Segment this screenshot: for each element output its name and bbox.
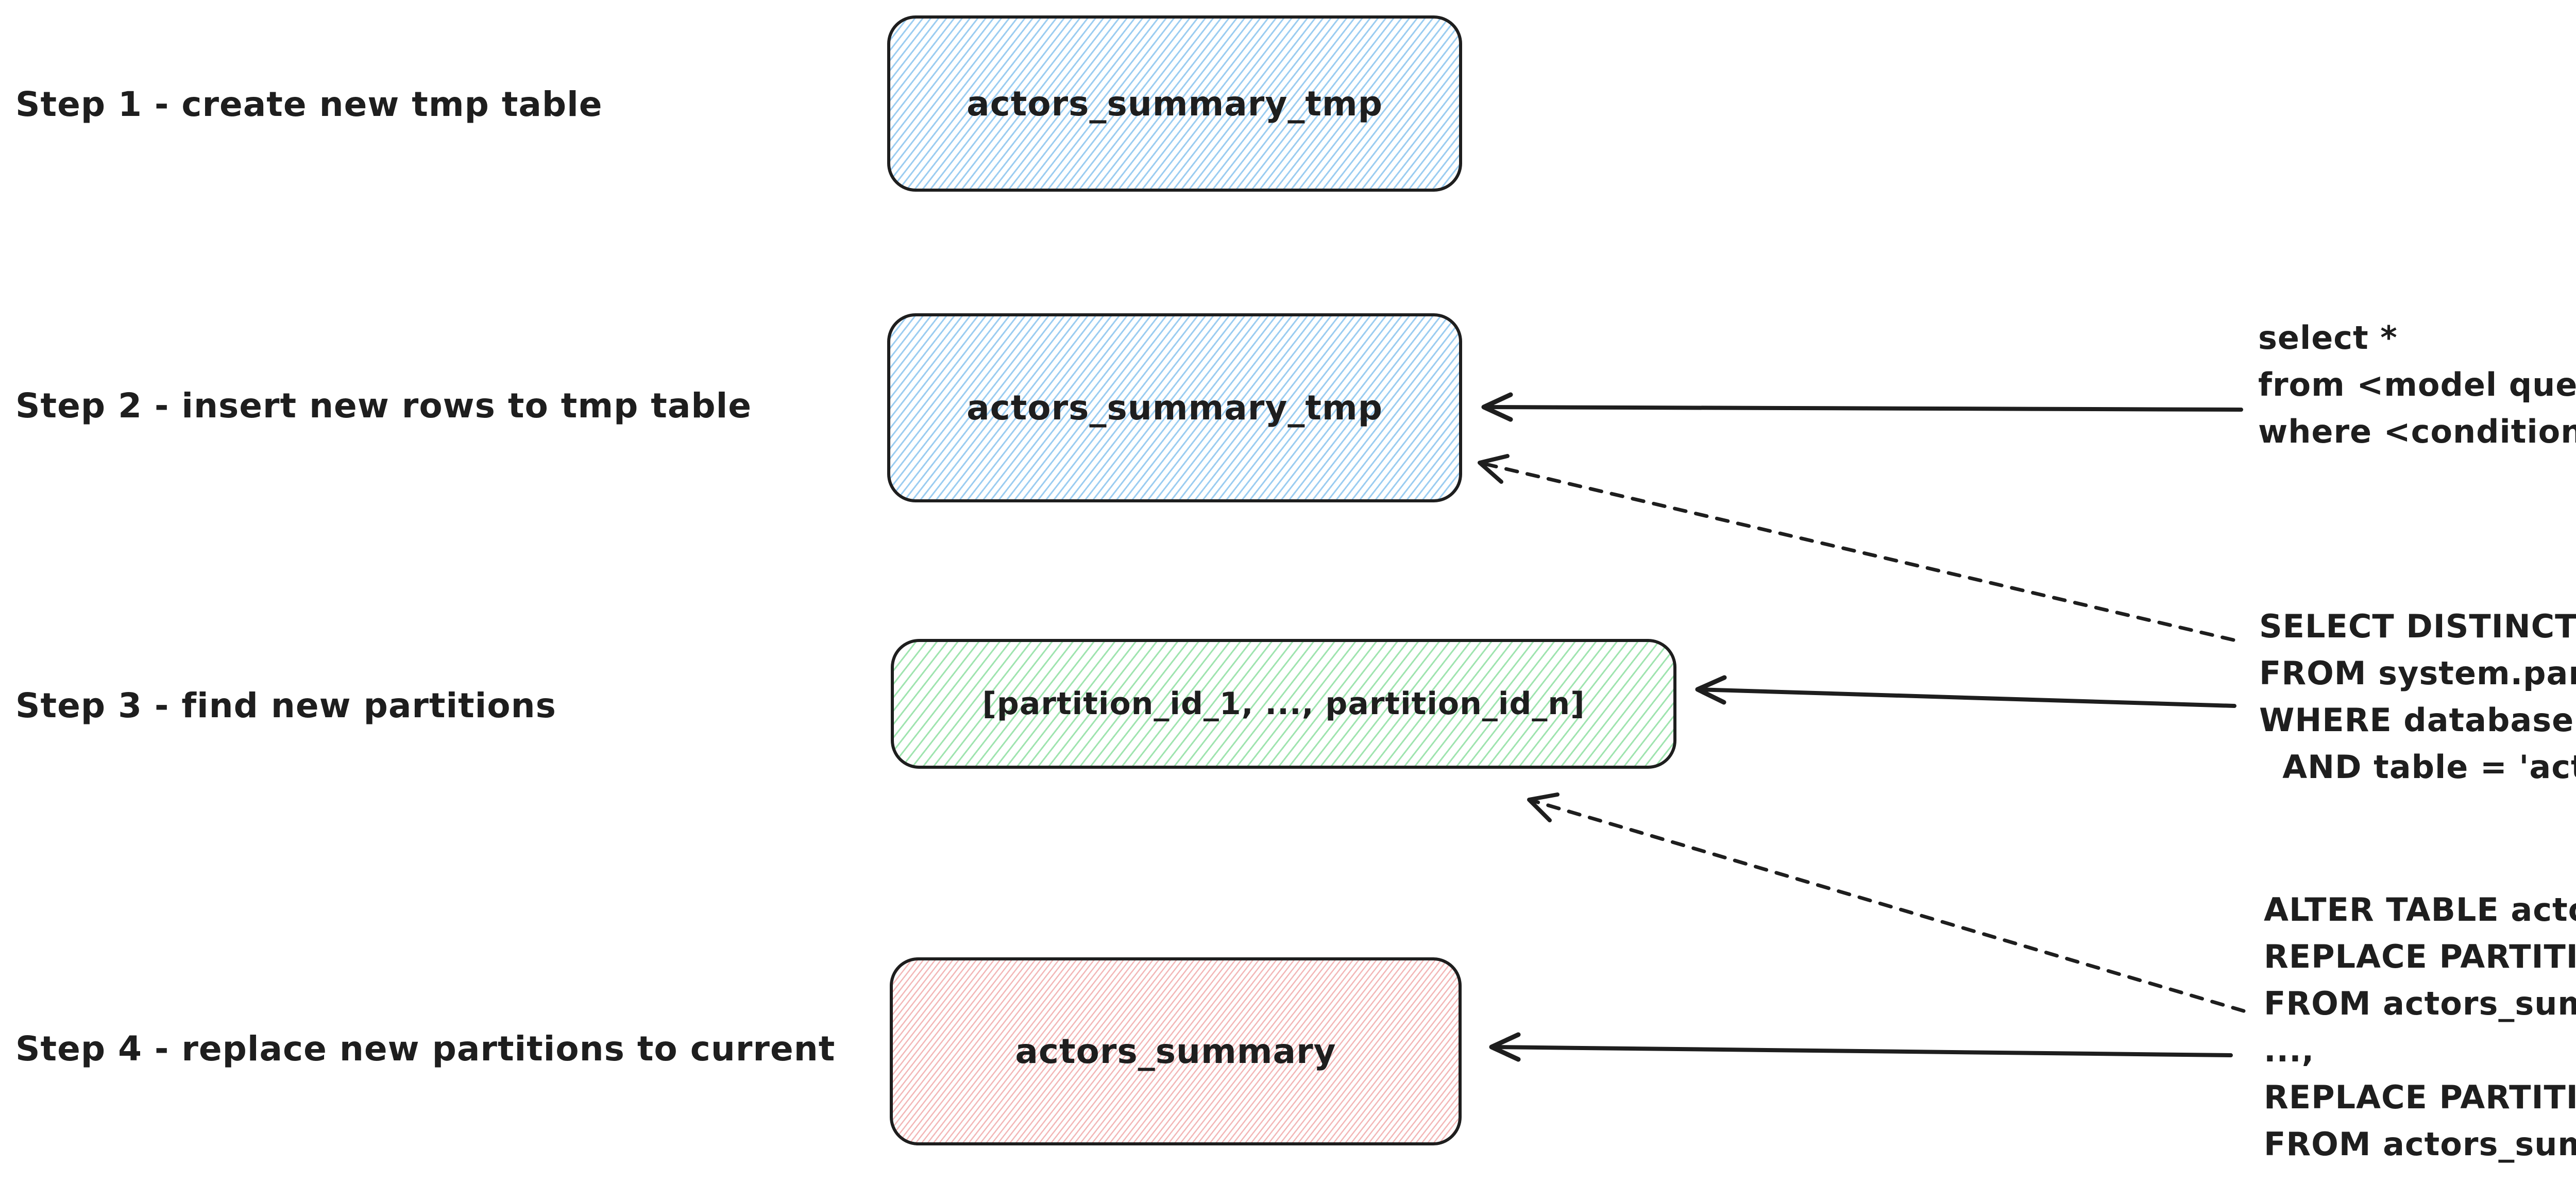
arrow-sql3-to-step4-box [1489, 1032, 2233, 1062]
sql-select-new-rows: select * from <model query> where <condi… [2258, 319, 2576, 450]
dashed-arrow-sql3-to-step3-box [1527, 792, 2246, 1013]
step1-box: actors_summary_tmp [887, 15, 1462, 192]
step3-box: [partition_id_1, ..., partition_id_n] [891, 639, 1676, 769]
step3-label: Step 3 - find new partitions [15, 686, 556, 725]
dashed-arrow-sql2-to-step2-box [1478, 454, 2235, 642]
sql-select-distinct-partitions: SELECT DISTINCT partition_id FROM system… [2259, 607, 2576, 786]
arrow-sql1-to-step2-box [1481, 392, 2243, 422]
step1-label: Step 1 - create new tmp table [15, 85, 603, 124]
step2-box-label: actors_summary_tmp [967, 388, 1383, 428]
sql-alter-replace-partitions: ALTER TABLE actors_summary REPLACE PARTI… [2264, 891, 2576, 1163]
step2-box: actors_summary_tmp [887, 313, 1462, 502]
arrow-sql2-to-step3-box [1695, 675, 2236, 708]
step4-box: actors_summary [890, 957, 1462, 1145]
step4-label: Step 4 - replace new partitions to curre… [15, 1029, 836, 1069]
step4-box-label: actors_summary [1015, 1032, 1336, 1071]
step3-box-label: [partition_id_1, ..., partition_id_n] [982, 686, 1585, 722]
step2-label: Step 2 - insert new rows to tmp table [15, 386, 752, 426]
step1-box-label: actors_summary_tmp [967, 83, 1383, 124]
